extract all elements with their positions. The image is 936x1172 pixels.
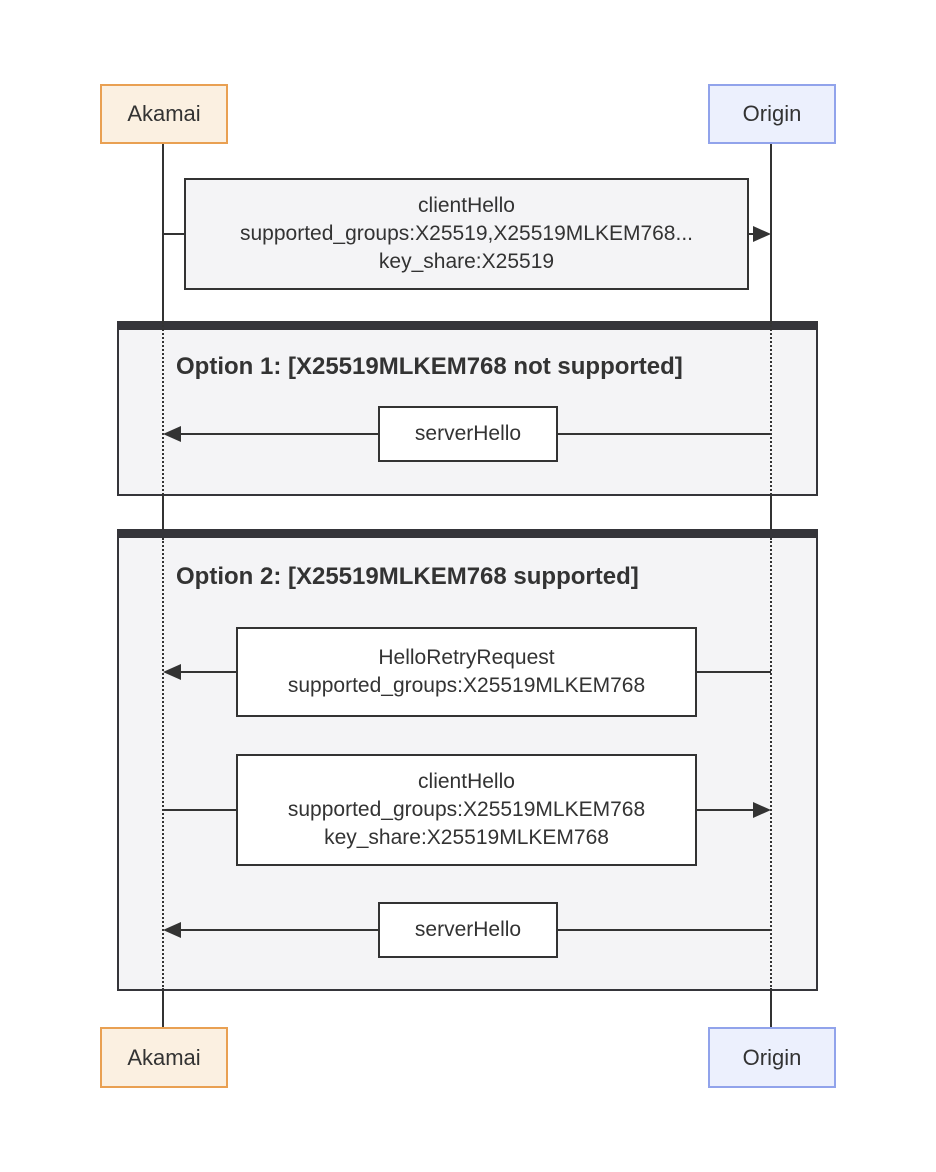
lifeline-origin-segment [770, 538, 772, 990]
arrowhead [163, 922, 181, 938]
message-line: clientHello [418, 194, 515, 217]
lifeline-akamai-segment [162, 538, 164, 990]
message-line: supported_groups:X25519MLKEM768 [287, 674, 646, 697]
option2-block-bar [117, 529, 818, 538]
actor-akamai-top: Akamai [100, 84, 228, 144]
message-line: serverHello [414, 918, 522, 941]
lifeline-origin-segment [770, 144, 772, 322]
message-line: clientHello [418, 770, 515, 793]
lifeline-akamai-segment [162, 322, 164, 495]
actor-origin-bottom: Origin [708, 1027, 836, 1088]
message-line: supported_groups:X25519MLKEM768 [287, 798, 646, 821]
message-server-hello-option2: serverHello [378, 902, 558, 958]
option1-block: Option 1: [X25519MLKEM768 not supported] [117, 321, 818, 496]
option1-label: Option 1: [X25519MLKEM768 not supported] [176, 353, 683, 380]
option2-label: Option 2: [X25519MLKEM768 supported] [176, 563, 639, 590]
actor-label: Akamai [127, 1044, 201, 1070]
lifeline-origin-segment [770, 322, 772, 495]
lifeline-akamai-segment [162, 990, 164, 1027]
actor-label: Origin [742, 1044, 802, 1070]
arrowhead [753, 226, 771, 242]
message-line: HelloRetryRequest [378, 646, 555, 669]
lifeline-origin-segment [770, 495, 772, 530]
arrowhead [163, 426, 181, 442]
message-hello-retry-request: HelloRetryRequest supported_groups:X2551… [236, 627, 697, 717]
message-line: supported_groups:X25519,X25519MLKEM768..… [240, 222, 693, 245]
lifeline-akamai-segment [162, 495, 164, 530]
message-server-hello-option1: serverHello [378, 406, 558, 462]
arrowhead [163, 664, 181, 680]
option1-block-bar [117, 321, 818, 330]
arrowhead [753, 802, 771, 818]
message-line: serverHello [414, 422, 522, 445]
message-line: key_share:X25519MLKEM768 [324, 826, 609, 849]
actor-label: Akamai [127, 101, 201, 126]
lifeline-origin-segment [770, 990, 772, 1027]
message-client-hello-2: clientHello supported_groups:X25519MLKEM… [236, 754, 697, 866]
actor-origin-top: Origin [708, 84, 836, 144]
actor-akamai-bottom: Akamai [100, 1027, 228, 1088]
message-client-hello-1: clientHello supported_groups:X25519,X255… [184, 178, 749, 290]
actor-label: Origin [742, 101, 802, 126]
message-line: key_share:X25519 [378, 250, 555, 273]
